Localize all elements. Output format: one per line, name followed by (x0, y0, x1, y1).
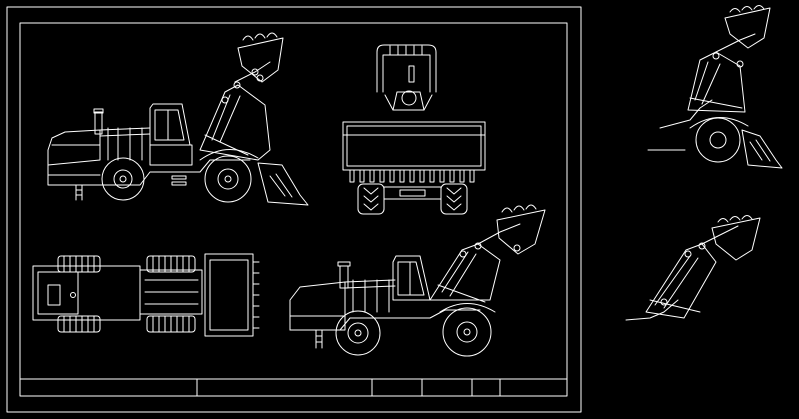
title-block (20, 379, 567, 396)
loader-side-view-left (48, 33, 308, 205)
boom-detail-lower (626, 216, 760, 321)
sheet-border (7, 7, 581, 412)
loader-side-view-right (290, 205, 545, 356)
boom-detail-upper (648, 6, 782, 169)
loader-top-view (33, 254, 259, 336)
loader-front-view (343, 45, 485, 214)
